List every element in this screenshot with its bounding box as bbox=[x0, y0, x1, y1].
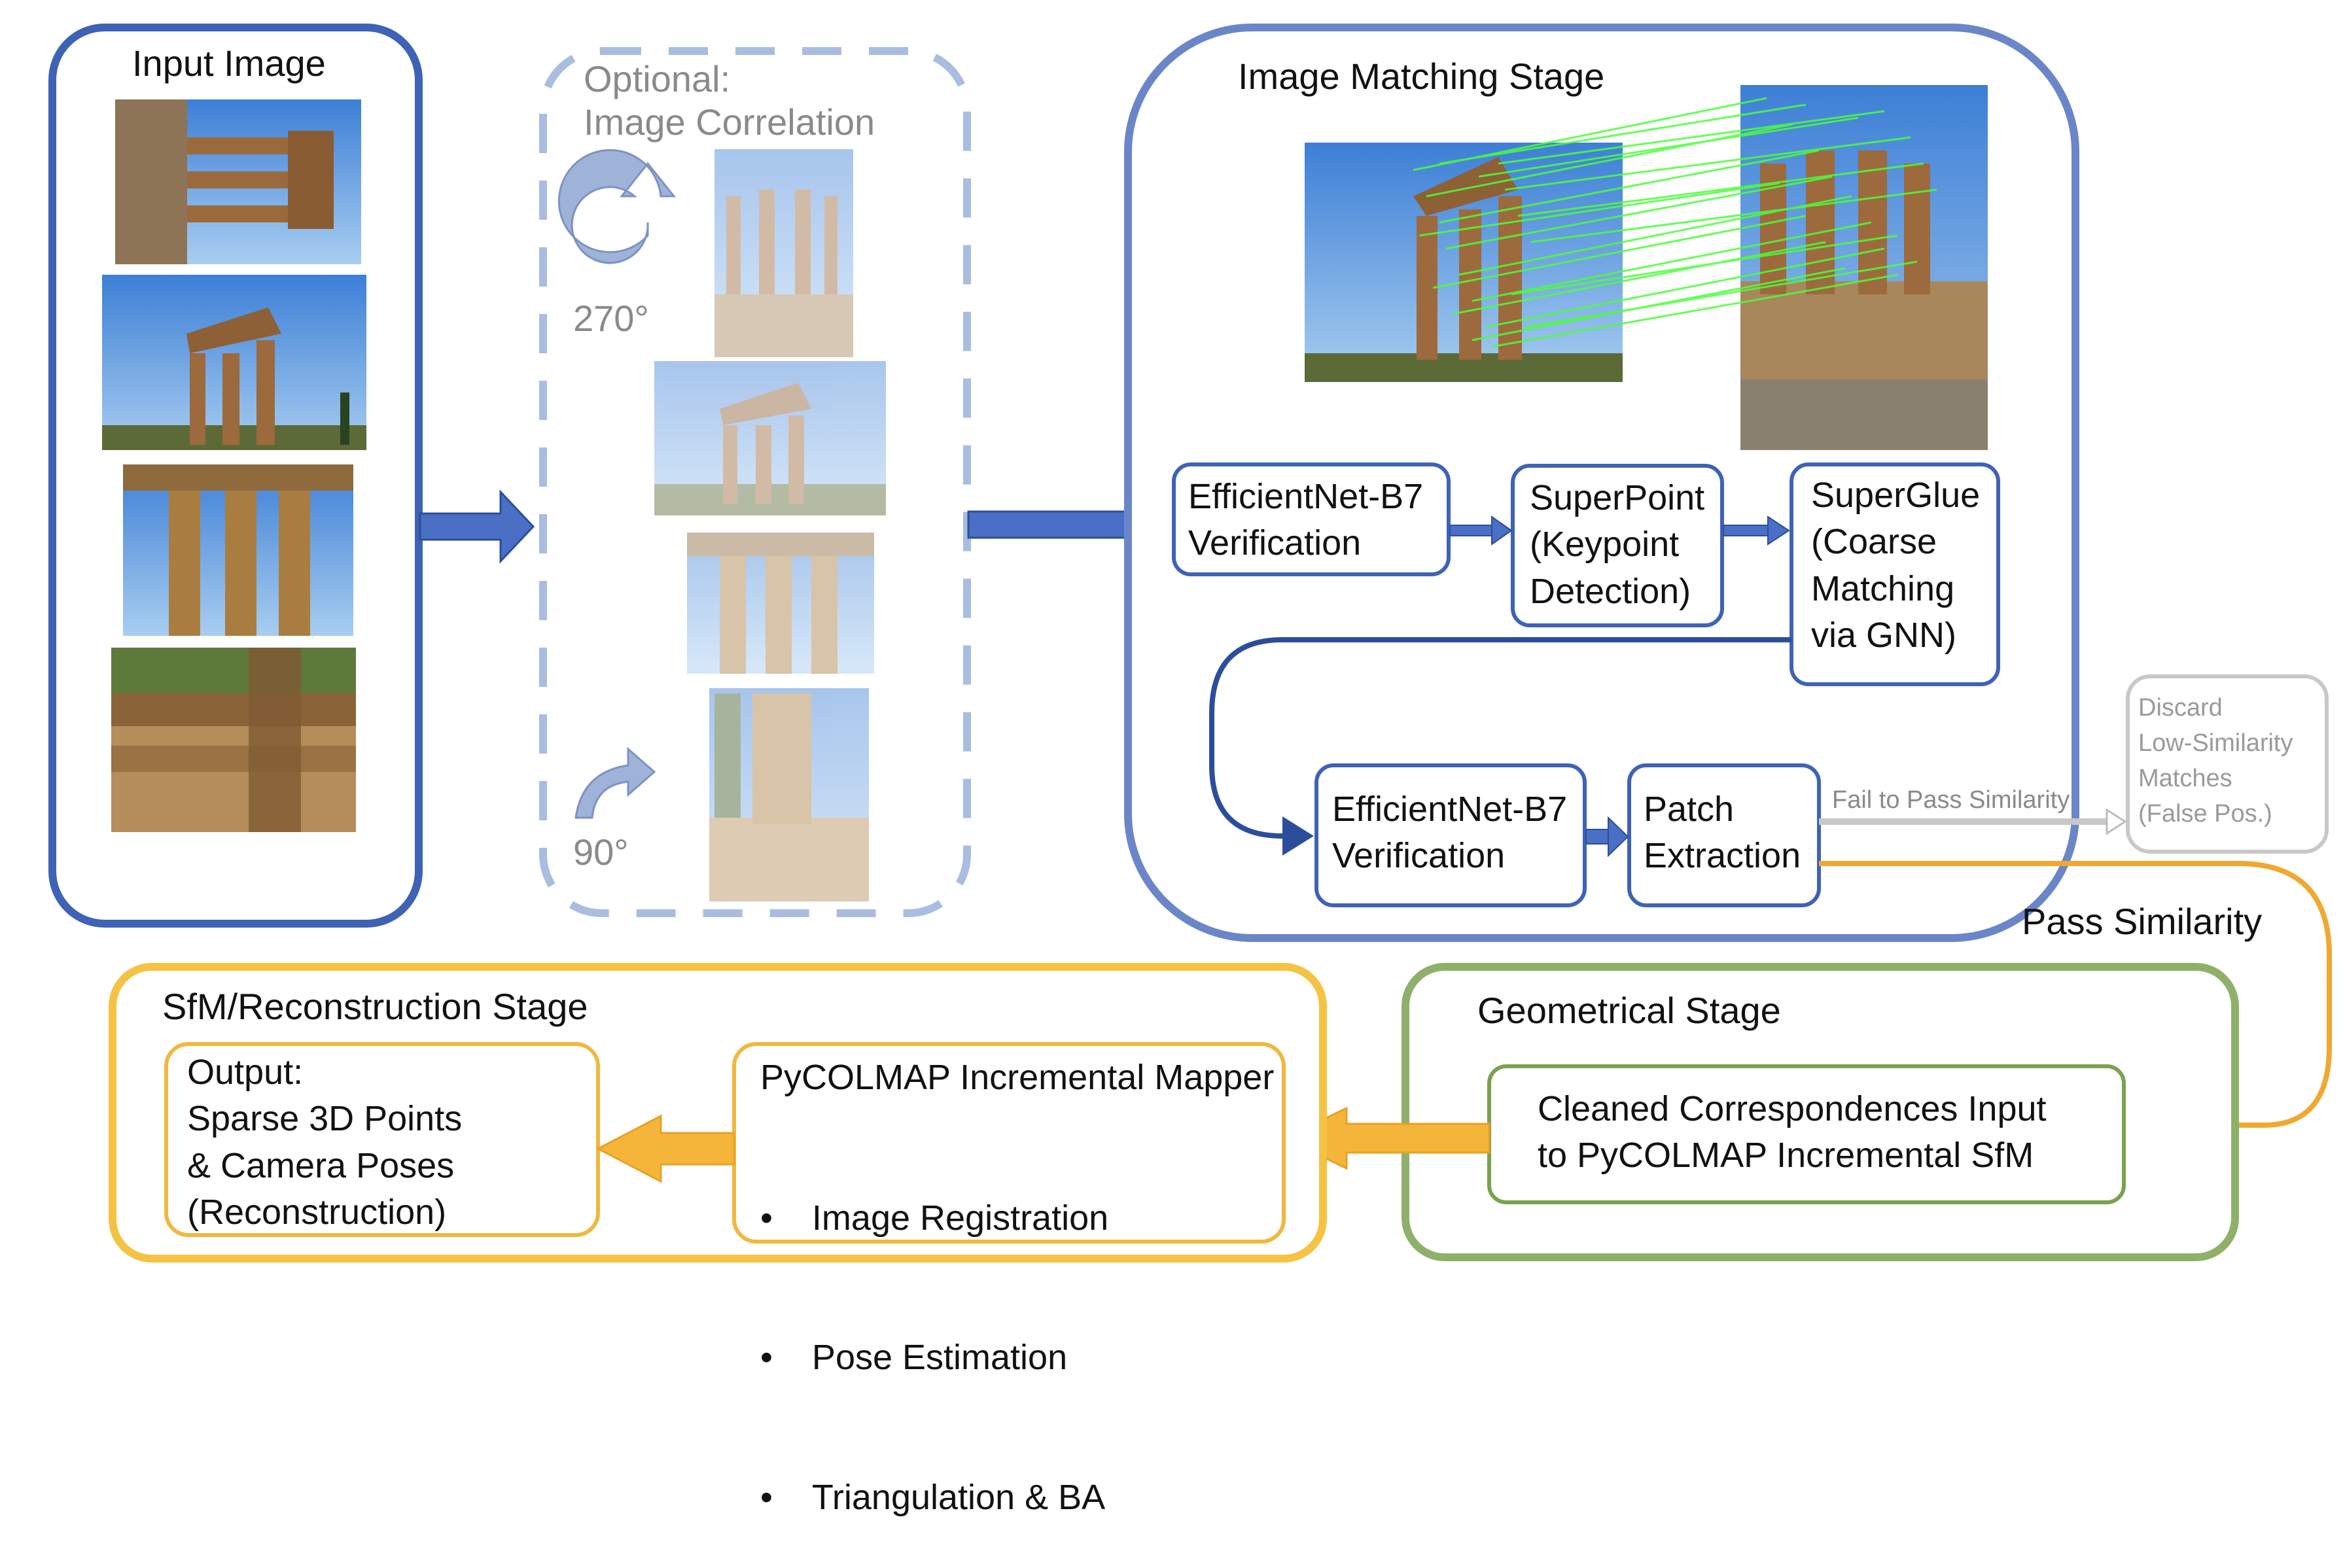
patch-box bbox=[1627, 763, 1821, 907]
correlation-photo-2 bbox=[654, 361, 886, 515]
matching-photo-left bbox=[1305, 143, 1623, 382]
correlation-photo-1 bbox=[714, 149, 853, 357]
output-label: Output: Sparse 3D Points & Camera Poses … bbox=[187, 1053, 463, 1232]
input-image-title: Input Image bbox=[132, 43, 326, 84]
superglue-box bbox=[1790, 462, 2000, 686]
sfm-title: SfM/Reconstruction Stage bbox=[162, 986, 588, 1027]
arrow-superglue-to-effnet-head bbox=[1282, 816, 1314, 856]
effnet-bottom-label: EfficientNet-B7 Verification bbox=[1332, 790, 1568, 876]
superglue-label: SuperGlue (Coarse Matching via GNN) bbox=[1811, 476, 1981, 655]
correlation-photo-3 bbox=[687, 532, 874, 674]
matching-photo-right bbox=[1740, 85, 1988, 450]
effnet-top-box bbox=[1172, 462, 1451, 576]
correlation-photo-4 bbox=[709, 688, 869, 901]
arrow-superglue-to-effnet bbox=[1209, 637, 1791, 839]
arrow-mapper-to-output bbox=[595, 1114, 735, 1183]
keypoint-matches bbox=[1413, 97, 1937, 348]
cleaned-label: Cleaned Correspondences Input to PyCOLMA… bbox=[1538, 1089, 2047, 1176]
mapper-bullet-item: • Pose Estimation bbox=[760, 1338, 1068, 1378]
mapper-item-text: Image Registration bbox=[811, 1198, 1109, 1238]
rotate-90-icon bbox=[574, 746, 656, 819]
mapper-item-text: Triangulation & BA bbox=[811, 1478, 1106, 1518]
superpoint-box bbox=[1511, 464, 1724, 627]
arrow-superpoint-to-superglue bbox=[1723, 515, 1790, 546]
effnet-top-label: EfficientNet-B7 Verification bbox=[1188, 477, 1424, 563]
input-photo-4 bbox=[111, 648, 356, 832]
arrow-fail-head bbox=[2106, 808, 2127, 835]
arrow-effnet-to-superpoint bbox=[1449, 515, 1513, 546]
superpoint-label: SuperPoint (Keypoint Detection) bbox=[1530, 478, 1705, 611]
rotate-270-icon bbox=[557, 148, 677, 264]
input-photo-3 bbox=[123, 464, 353, 636]
input-photo-2 bbox=[102, 275, 366, 450]
correlation-title-line2: Image Correlation bbox=[584, 101, 875, 143]
pipeline-diagram bbox=[48, 24, 2332, 1263]
pass-similarity-label: Pass Similarity bbox=[2022, 901, 2263, 942]
patch-label: Patch Extraction bbox=[1644, 790, 1801, 876]
arrow-effnet-to-patch bbox=[1585, 816, 1629, 858]
image-matching-title: Image Matching Stage bbox=[1238, 56, 1605, 97]
correlation-panel bbox=[539, 47, 971, 917]
output-box bbox=[164, 1042, 600, 1237]
effnet-bottom-box bbox=[1314, 763, 1587, 907]
arrow-input-to-correlation bbox=[419, 489, 535, 564]
input-photo-1 bbox=[115, 99, 361, 264]
rotate-270-label: 270° bbox=[573, 298, 649, 339]
geometrical-title: Geometrical Stage bbox=[1477, 990, 1781, 1031]
mapper-item-text: Pose Estimation bbox=[811, 1338, 1068, 1378]
arrow-pass-similarity bbox=[1819, 861, 2332, 1128]
discard-box bbox=[2126, 674, 2329, 854]
correlation-title-line1: Optional: bbox=[584, 58, 731, 99]
mapper-bullet-list: • Image Registration • Pose Estimation •… bbox=[760, 1102, 1108, 1568]
rotate-90-label: 90° bbox=[573, 831, 629, 873]
mapper-bullet-item: • Triangulation & BA bbox=[760, 1478, 1106, 1518]
discard-label: Discard Low-Similarity Matches (False Po… bbox=[2138, 694, 2293, 828]
mapper-title: PyCOLMAP Incremental Mapper bbox=[760, 1058, 1275, 1097]
fail-similarity-label: Fail to Pass Similarity bbox=[1832, 786, 2070, 814]
mapper-bullet-item: • Image Registration bbox=[760, 1198, 1109, 1238]
